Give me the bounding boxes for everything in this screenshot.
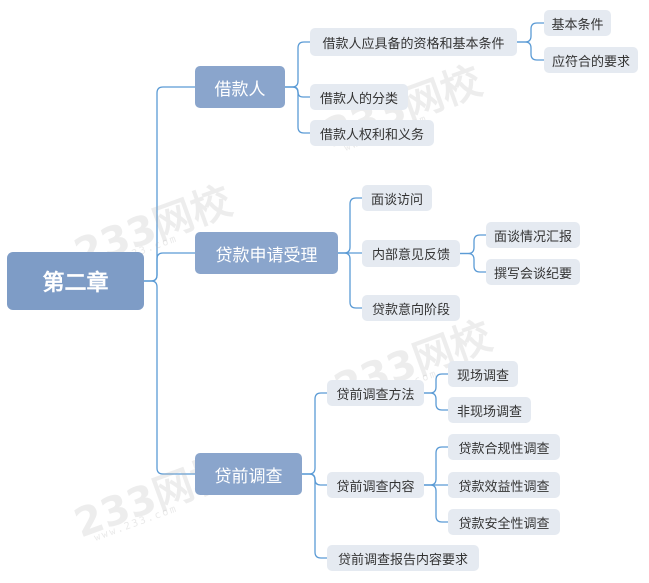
node-investigation-content[interactable]: 贷前调查内容 (327, 472, 424, 498)
branch-node-loan-application[interactable]: 贷款申请受理 (195, 232, 338, 274)
node-compliance-check[interactable]: 贷款合规性调查 (448, 434, 560, 460)
node-onsite-investigation[interactable]: 现场调查 (448, 361, 518, 387)
connector-line (460, 234, 486, 255)
node-internal-feedback[interactable]: 内部意见反馈 (362, 240, 460, 267)
node-profitability-check[interactable]: 贷款效益性调查 (448, 472, 560, 498)
node-basic-conditions[interactable]: 基本条件 (544, 10, 611, 36)
connector-line (424, 484, 448, 523)
connector-line (144, 280, 195, 475)
node-requirements[interactable]: 应符合的要求 (544, 47, 638, 73)
node-borrower-rights[interactable]: 借款人权利和义务 (310, 120, 434, 146)
node-interview[interactable]: 面谈访问 (362, 185, 432, 211)
root-node-chapter-2[interactable]: 第二章 (7, 252, 144, 310)
node-meeting-minutes[interactable]: 撰写会谈纪要 (486, 259, 580, 285)
node-loan-intention[interactable]: 贷款意向阶段 (362, 295, 460, 321)
node-offsite-investigation[interactable]: 非现场调查 (448, 397, 531, 423)
connector-line (302, 392, 327, 475)
connector-line (285, 41, 310, 88)
connector-line (285, 86, 310, 134)
node-borrower-qualifications[interactable]: 借款人应具备的资格和基本条件 (310, 28, 517, 56)
connector-line (424, 446, 448, 486)
branch-node-pre-loan-investigation[interactable]: 贷前调查 (195, 453, 302, 495)
connector-line (338, 197, 362, 254)
node-investigation-methods[interactable]: 贷前调查方法 (327, 380, 424, 406)
node-interview-report[interactable]: 面谈情况汇报 (486, 222, 580, 248)
connector-line (517, 22, 544, 43)
connector-line (424, 392, 448, 411)
connector-line (460, 252, 486, 273)
connector-line (144, 252, 195, 282)
connector-line (338, 252, 362, 309)
node-report-requirements[interactable]: 贷前调查报告内容要求 (327, 545, 479, 571)
node-borrower-classification[interactable]: 借款人的分类 (310, 84, 408, 110)
connector-line (517, 41, 544, 61)
node-safety-check[interactable]: 贷款安全性调查 (448, 509, 560, 535)
branch-node-borrower[interactable]: 借款人 (195, 66, 285, 108)
connector-line (302, 473, 327, 559)
